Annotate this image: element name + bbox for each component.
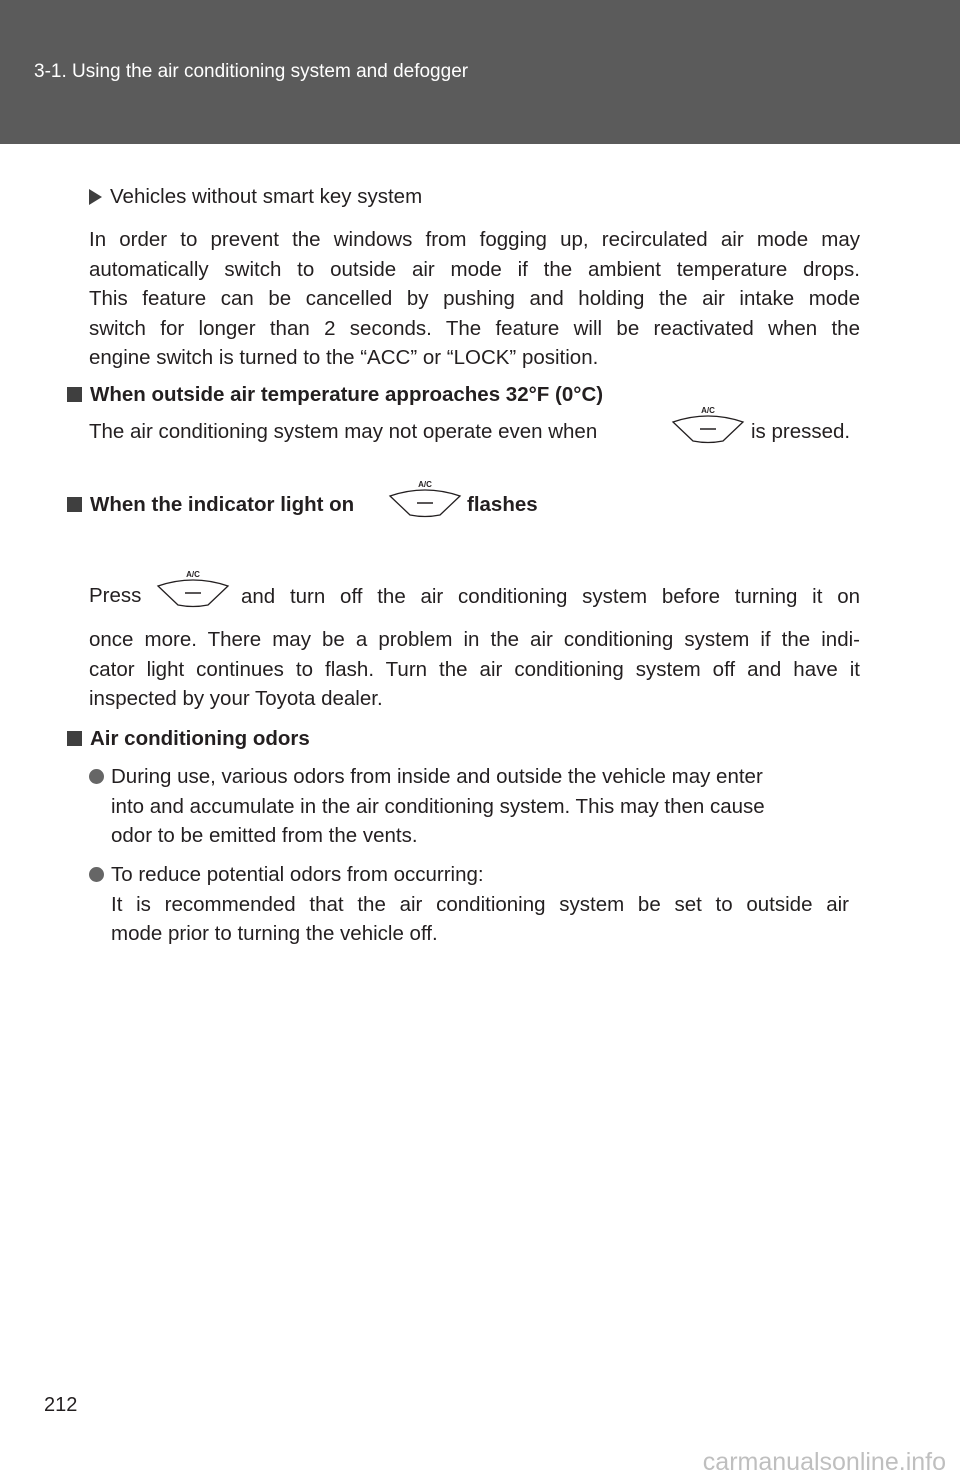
heading-flashes-word: flashes (467, 493, 538, 516)
circle-bullet-icon (89, 769, 104, 784)
page-number: 212 (44, 1394, 78, 1416)
subsection-label: Vehicles without smart key system (89, 183, 422, 211)
ac-button-icon: A/C (388, 480, 462, 518)
heading-indicator-flashes: When the indicator light on (67, 491, 354, 519)
text-turn-off-ac: and turn off the air conditioning system… (241, 585, 860, 608)
paragraph-indicator: once more. There may be a problem in the… (89, 628, 860, 710)
section-title: 3-1. Using the air conditioning system a… (34, 61, 469, 82)
heading-odors: Air conditioning odors (67, 725, 310, 753)
heading-outside-temp: When outside air temperature approaches … (67, 381, 603, 409)
ac-button-icon: A/C (671, 406, 745, 444)
watermark: carmanualsonline.info (702, 1448, 946, 1476)
square-bullet-icon (67, 497, 82, 512)
page-header: 3-1. Using the air conditioning system a… (0, 0, 960, 144)
svg-text:A/C: A/C (186, 570, 200, 579)
paragraph-recirculation: In order to prevent the windows from fog… (89, 228, 860, 369)
text-ac-may-not-operate: The air conditioning system may not oper… (89, 420, 598, 443)
text-is-pressed: is pressed. (751, 420, 851, 443)
text-press: Press (89, 584, 142, 607)
triangle-bullet-icon (89, 189, 102, 205)
square-bullet-icon (67, 387, 82, 402)
svg-text:A/C: A/C (418, 480, 432, 489)
svg-text:A/C: A/C (701, 406, 715, 415)
square-bullet-icon (67, 731, 82, 746)
circle-bullet-icon (89, 867, 104, 882)
bullet-reduce-odors: To reduce potential odors from occurring… (111, 863, 849, 945)
bullet-odors-during-use: During use, various odors from inside an… (111, 765, 765, 847)
ac-button-icon: A/C (156, 570, 230, 608)
